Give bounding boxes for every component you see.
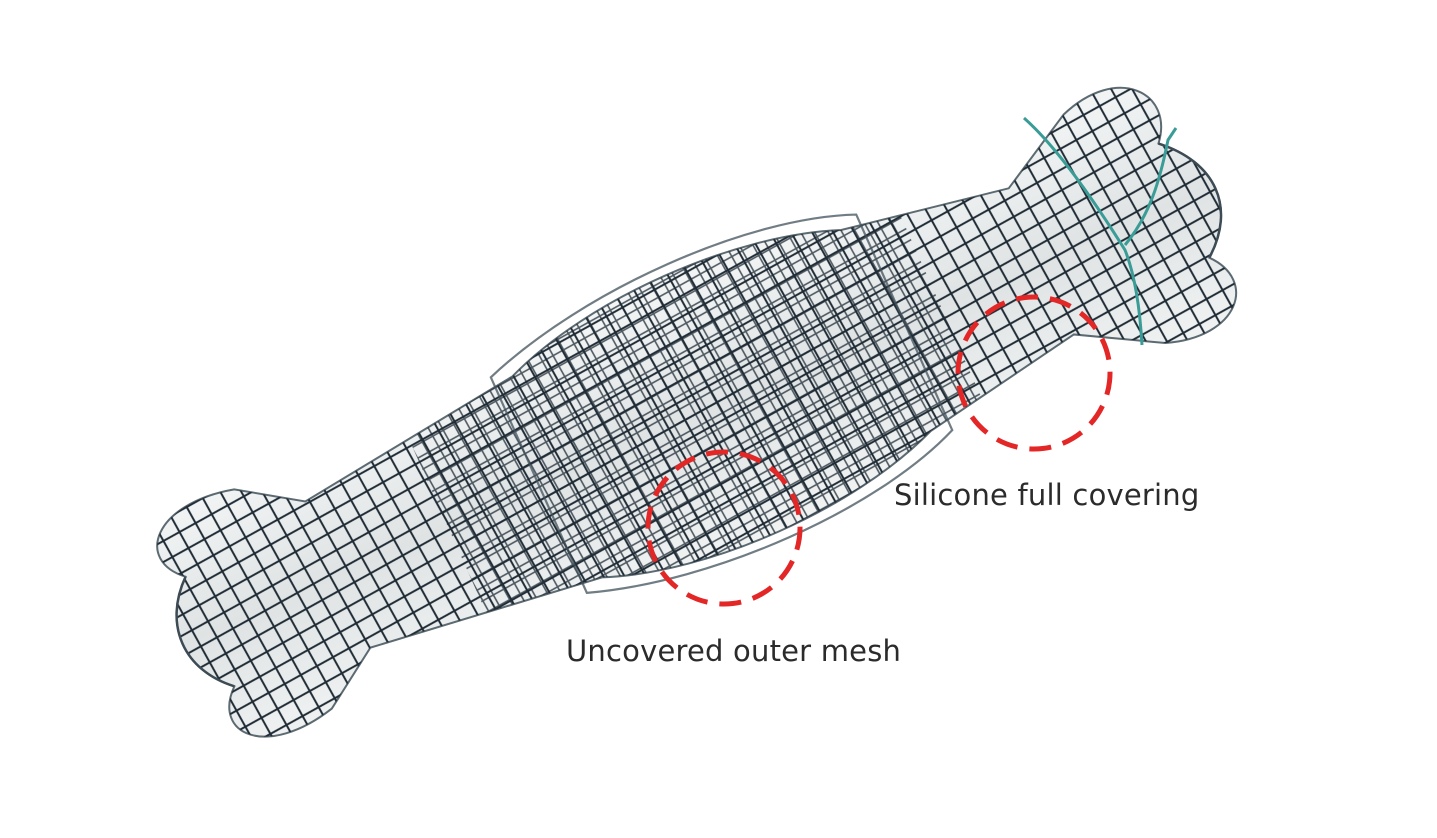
label-silicone-full-covering: Silicone full covering bbox=[894, 478, 1200, 512]
outer-mesh-sleeve bbox=[489, 213, 954, 595]
callout-circle-uncovered bbox=[645, 449, 803, 607]
suture-thread bbox=[1023, 116, 1178, 346]
stent-body bbox=[124, 55, 1272, 773]
callout-circle-covering bbox=[955, 294, 1113, 452]
label-uncovered-outer-mesh: Uncovered outer mesh bbox=[566, 634, 902, 668]
